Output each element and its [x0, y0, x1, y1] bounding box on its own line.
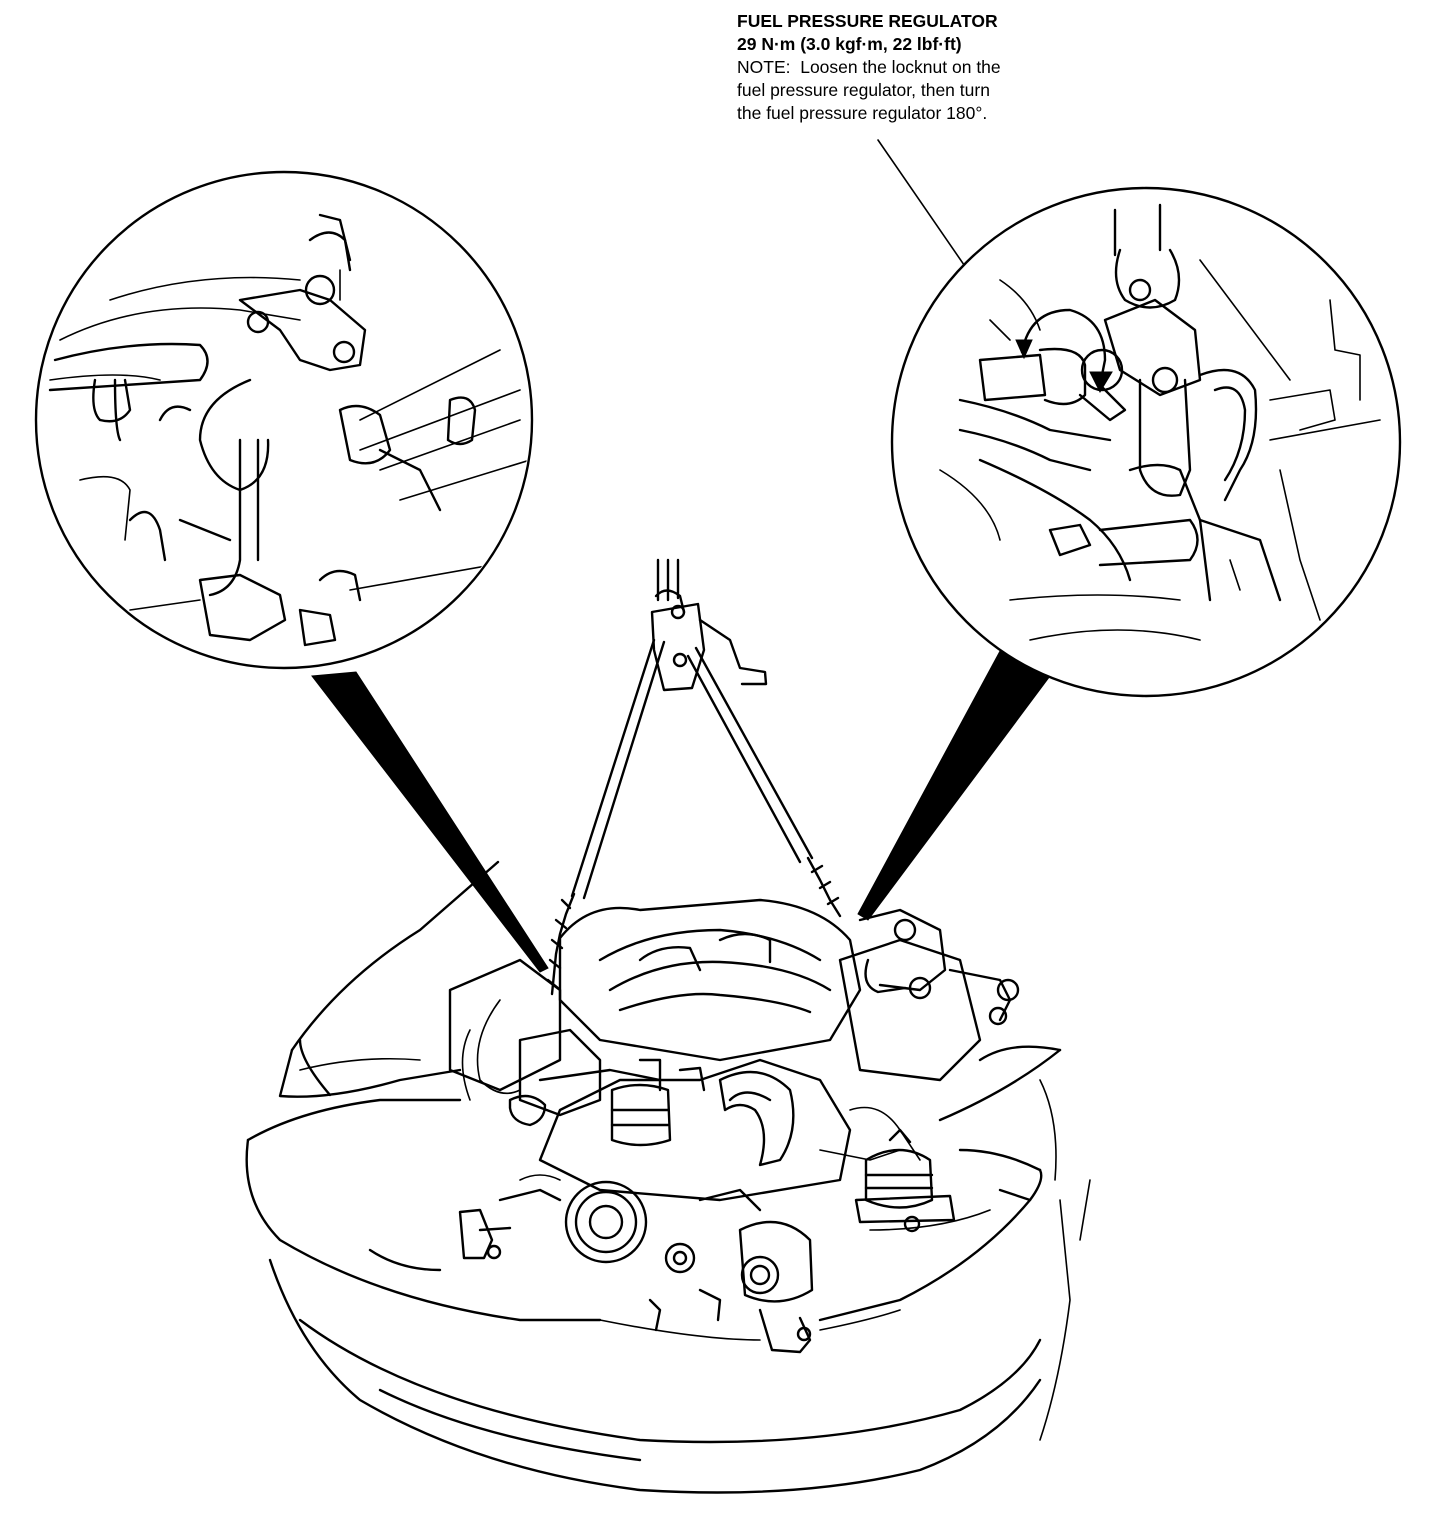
engine-hoist — [546, 558, 842, 996]
callout-torque-spec: 29 N·m (3.0 kgf·m, 22 lbf·ft) — [737, 34, 962, 54]
fuel-pressure-regulator-callout: FUEL PRESSURE REGULATOR 29 N·m (3.0 kgf·… — [737, 10, 1097, 125]
right-lift-bracket-detail — [890, 186, 1402, 698]
left-detail-pointer — [311, 671, 549, 973]
note-label: NOTE: — [737, 57, 791, 77]
vehicle-front-body — [245, 860, 1091, 1494]
callout-title: FUEL PRESSURE REGULATOR — [737, 11, 998, 31]
left-lift-bracket-detail — [34, 170, 534, 670]
curved-arrow-icon — [1020, 308, 1107, 387]
callout-note: NOTE: Loosen the locknut on the fuel pre… — [737, 56, 1097, 125]
note-text: Loosen the locknut on the fuel pressure … — [737, 57, 1001, 123]
curved-arrow-head-icon — [1089, 371, 1113, 394]
engine-assembly — [448, 898, 1020, 1354]
right-detail-pointer — [857, 639, 1051, 921]
